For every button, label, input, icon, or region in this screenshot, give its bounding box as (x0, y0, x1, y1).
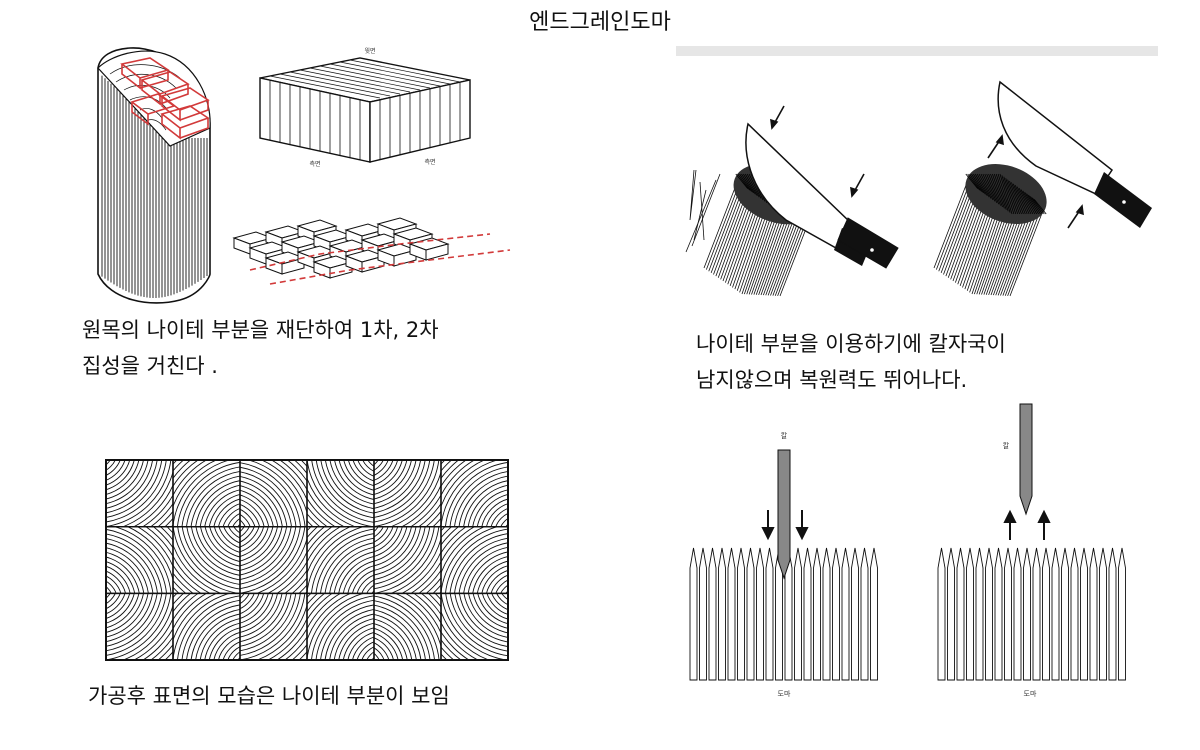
divider-bar (676, 46, 1158, 56)
left-side-label: 측면 (309, 160, 320, 168)
knife-blade-right (1019, 403, 1033, 516)
knife-left (745, 122, 899, 269)
caption-top-left-line-1: 원목의 나이테 부분을 재단하여 1차, 2차 (82, 318, 439, 342)
caption-top-right-line-1: 나이테 부분을 이용하기에 칼자국이 (696, 332, 1006, 356)
arrow-down-right (795, 510, 809, 541)
arrow-down-left (761, 510, 775, 541)
caption-top-right-line-2: 남지않으며 복원력도 뛰어나다. (696, 368, 968, 392)
caption-top-left: 원목의 나이테 부분을 재단하여 1차, 2차 집성을 거친다 . (82, 312, 439, 384)
knife-right (997, 80, 1152, 228)
arrow-up-left (1003, 509, 1017, 540)
knife-cut-diagram (685, 80, 1152, 297)
knife-blade-left (777, 449, 791, 580)
arrow-up-right (1037, 509, 1051, 540)
page-title: 엔드그레인도마 (529, 10, 671, 35)
end-grain-surface (105, 459, 509, 661)
loose-fibers (685, 169, 721, 253)
half-log-illustration (97, 47, 211, 304)
cut-wood-block (259, 57, 471, 163)
log-cutting-diagram: 윗면 측면 측면 (97, 47, 511, 304)
down-arrow-1 (770, 105, 785, 130)
knife-label-right: 칼 (1003, 442, 1010, 450)
caption-top-right: 나이테 부분을 이용하기에 칼자국이 남지않으며 복원력도 뛰어나다. (696, 326, 1006, 398)
right-side-label: 측면 (424, 158, 435, 166)
board-fibers-right (937, 547, 1126, 681)
top-face-label: 윗면 (364, 47, 375, 55)
board-label-right: 도마 (1024, 689, 1037, 698)
caption-bottom-left-text: 가공후 표면의 모습은 나이테 부분이 보임 (88, 684, 450, 708)
down-arrow-2 (850, 173, 865, 198)
up-arrow-1 (987, 134, 1004, 159)
knife-label-left: 칼 (781, 432, 788, 440)
fiber-section-diagram: 칼 도마 칼 도마 (689, 403, 1126, 698)
caption-top-left-line-2: 집성을 거친다 . (82, 354, 218, 378)
up-arrow-2 (1067, 204, 1084, 229)
board-label-left: 도마 (778, 689, 791, 698)
cut-block-outlines (120, 57, 210, 140)
wood-bundle-right (933, 164, 1047, 297)
caption-bottom-left: 가공후 표면의 모습은 나이테 부분이 보임 (88, 678, 450, 714)
assembled-cubes (232, 217, 511, 285)
board-fibers-left (689, 547, 878, 681)
